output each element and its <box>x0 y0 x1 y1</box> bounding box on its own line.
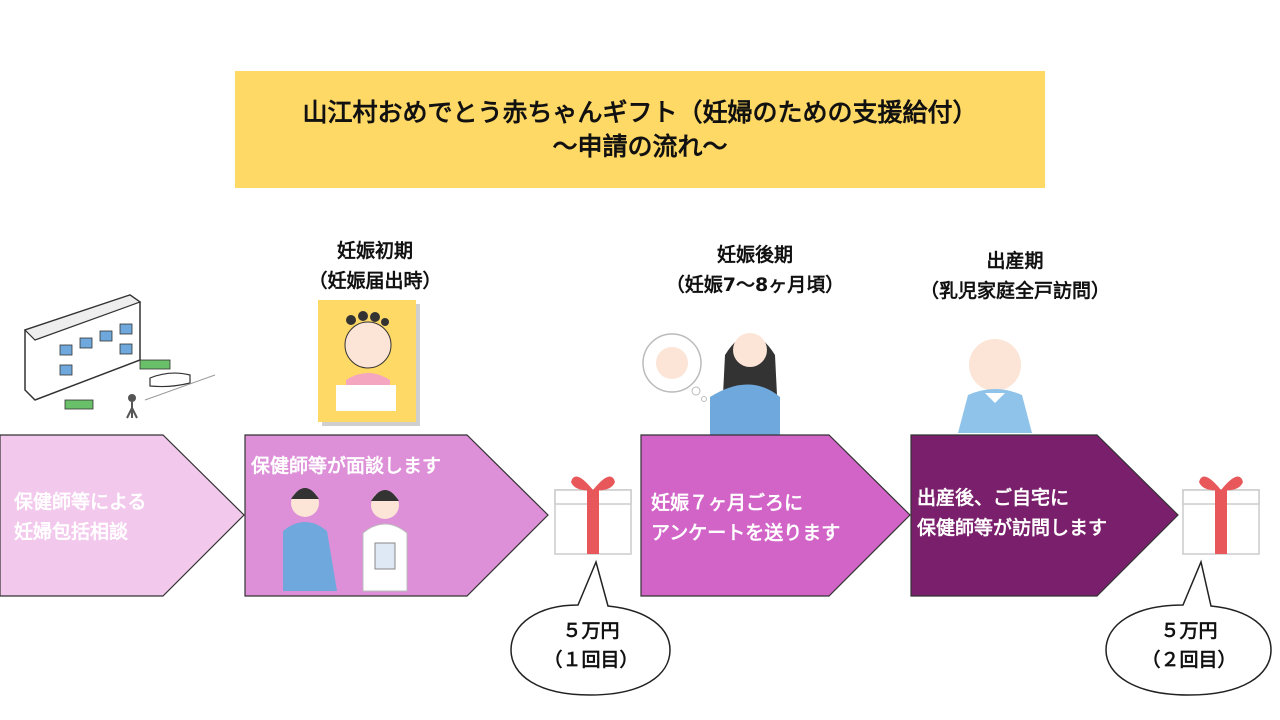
step-shape-consult <box>0 434 245 597</box>
stage-label-early: 妊娠初期 （妊娠届出時） <box>275 236 475 296</box>
baby-icon <box>958 339 1032 433</box>
step-text-visit-1: 出産後、ご自宅に <box>917 487 1070 509</box>
title-banner: 山江村おめでとう赤ちゃんギフト（妊婦のための支援給付） ～申請の流れ～ <box>235 71 1045 188</box>
step-arrow-consult: 保健師等による 妊婦包括相談 <box>0 434 245 597</box>
stage-name-early: 妊娠初期 <box>336 240 413 262</box>
step-text-consult-1: 保健師等による <box>14 491 147 513</box>
payment-bubble-1 <box>510 559 671 696</box>
step-text-visit-2: 保健師等が訪問します <box>917 517 1108 539</box>
pregnant-woman-icon <box>642 333 780 437</box>
gift-ribbon-2 <box>1215 490 1227 554</box>
stage-label-late: 妊娠後期 （妊娠7～8ヶ月頃） <box>640 240 870 300</box>
step-arrow-interview: 保健師等が面談します <box>244 434 550 597</box>
gift-box-icon <box>554 476 632 555</box>
step-shape-visit <box>910 434 1179 597</box>
gift-box-icon <box>1182 476 1260 555</box>
payment-note-1: （１回目） <box>543 649 639 671</box>
stage-sub-birth: （乳児家庭全戸訪問） <box>919 280 1110 302</box>
title-line2: ～申請の流れ～ <box>552 131 728 161</box>
step-text-consult-2: 妊婦包括相談 <box>14 521 129 543</box>
step-text-survey-1: 妊娠７ヶ月ごろに <box>651 492 804 514</box>
title-line1: 山江村おめでとう赤ちゃんギフト（妊婦のための支援給付） <box>302 97 978 127</box>
stage-label-birth: 出産期 （乳児家庭全戸訪問） <box>895 246 1135 306</box>
step-arrow-visit: 出産後、ご自宅に 保健師等が訪問します <box>910 434 1179 597</box>
step-text-interview: 保健師等が面談します <box>251 455 442 477</box>
payment-amount-2: ５万円 <box>1160 620 1218 642</box>
stage-name-birth: 出産期 <box>986 250 1044 272</box>
hospital-building-icon <box>23 294 216 419</box>
payment-text-1: ５万円 （１回目） <box>508 617 674 675</box>
step-shape-survey <box>640 434 911 597</box>
interview-illustration <box>283 488 408 592</box>
payment-text-2: ５万円 （２回目） <box>1103 617 1275 675</box>
step-text-survey-2: アンケートを送ります <box>651 522 841 544</box>
stage-sub-late: （妊娠7～8ヶ月頃） <box>665 274 845 296</box>
step-arrow-survey: 妊娠７ヶ月ごろに アンケートを送ります <box>640 434 911 597</box>
stage-sub-early: （妊娠届出時） <box>308 270 442 292</box>
maternal-handbook-icon <box>318 300 420 426</box>
payment-bubble-2 <box>1105 559 1272 696</box>
payment-note-2: （２回目） <box>1141 649 1237 671</box>
stage-name-late: 妊娠後期 <box>716 244 793 266</box>
gift-ribbon-1 <box>587 490 599 554</box>
payment-amount-1: ５万円 <box>562 620 620 642</box>
